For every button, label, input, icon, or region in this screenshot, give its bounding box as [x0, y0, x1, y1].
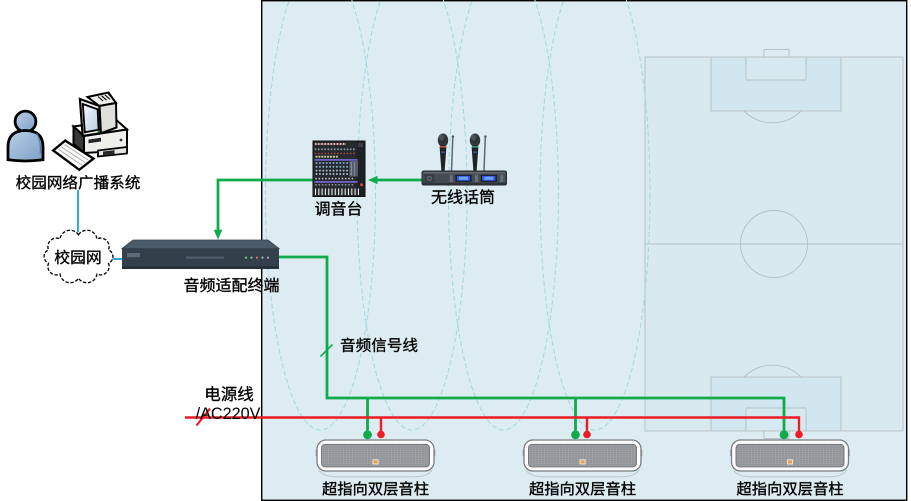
svg-text:/AC220V: /AC220V — [196, 405, 261, 423]
